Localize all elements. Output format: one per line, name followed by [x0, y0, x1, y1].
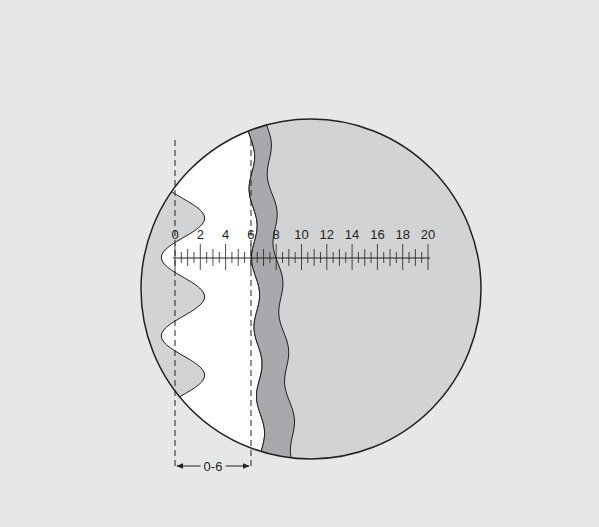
scale-number: 0: [171, 228, 178, 241]
scale-tick: [320, 252, 321, 263]
scale-tick: [409, 252, 410, 263]
scale-tick: [383, 252, 384, 263]
scale-tick: [187, 249, 188, 266]
scale-tick: [415, 249, 416, 266]
scale-tick: [269, 252, 270, 263]
lens-outline: [141, 119, 481, 459]
scale-number: 6: [247, 228, 254, 241]
scale-tick: [276, 244, 277, 270]
scale-tick: [396, 252, 397, 263]
scale-tick: [238, 249, 239, 266]
scale-tick: [244, 252, 245, 263]
scale-number: 14: [345, 228, 359, 241]
scale-tick: [364, 249, 365, 266]
dashed-guide: [175, 140, 176, 470]
scale-tick: [282, 252, 283, 263]
scale-tick: [219, 252, 220, 263]
field-of-view: [130, 110, 500, 480]
scale-tick: [377, 244, 378, 270]
scale-tick: [193, 252, 194, 263]
interface-band: [247, 110, 297, 478]
scale-tick: [288, 249, 289, 266]
scale-number: 18: [395, 228, 409, 241]
scale-tick: [175, 244, 176, 270]
scale-tick: [307, 252, 308, 263]
coating-layer: [161, 110, 264, 478]
scale-tick: [250, 244, 251, 270]
scale-tick: [339, 249, 340, 266]
reticle-scale: [173, 244, 430, 270]
scale-tick: [231, 252, 232, 263]
substrate-region: [130, 110, 500, 480]
scale-tick: [390, 249, 391, 266]
scale-tick: [358, 252, 359, 263]
scale-number: 16: [370, 228, 384, 241]
scale-tick: [326, 244, 327, 270]
dashed-guide: [251, 140, 252, 470]
scale-tick: [257, 252, 258, 263]
scale-tick: [206, 252, 207, 263]
scale-tick: [402, 244, 403, 270]
scale-tick: [371, 252, 372, 263]
scale-tick: [428, 244, 429, 270]
scale-tick: [263, 249, 264, 266]
scale-number: 8: [273, 228, 280, 241]
scale-number: 20: [421, 228, 435, 241]
scale-tick: [212, 249, 213, 266]
scale-tick: [352, 244, 353, 270]
scale-number: 12: [320, 228, 334, 241]
scale-tick: [200, 244, 201, 270]
scale-tick: [301, 244, 302, 270]
scale-tick: [295, 252, 296, 263]
scale-tick: [314, 249, 315, 266]
dimension-label: 0-6: [201, 460, 226, 473]
scale-tick: [421, 252, 422, 263]
scale-tick: [181, 252, 182, 263]
scale-number: 10: [294, 228, 308, 241]
scale-number: 4: [222, 228, 229, 241]
scale-tick: [345, 252, 346, 263]
scale-tick: [225, 244, 226, 270]
scale-tick: [333, 252, 334, 263]
scale-number: 2: [197, 228, 204, 241]
